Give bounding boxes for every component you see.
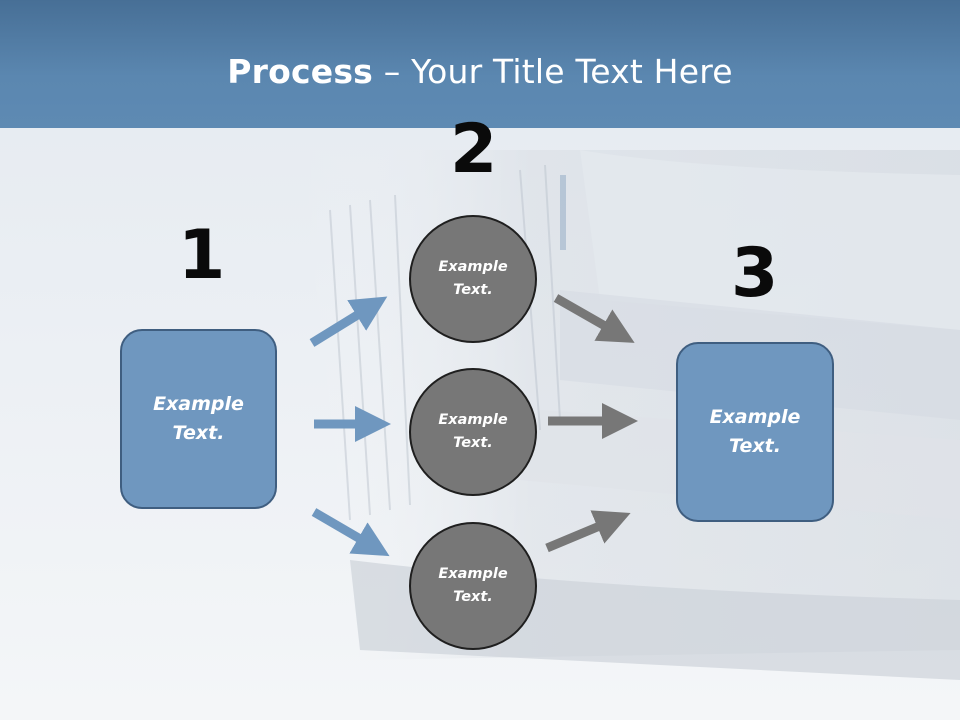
box3-line1: Example (709, 406, 801, 428)
arrow-box1-to-bottom (311, 508, 390, 557)
box1-line2: Text. (172, 422, 225, 444)
circle-top-line1: Example (438, 259, 508, 275)
step-number-1: 1 (178, 216, 226, 295)
arrow-box1-to-top (309, 296, 388, 347)
circle-middle-line2: Text. (453, 435, 493, 451)
box1-line1: Example (153, 393, 244, 415)
step-number-3: 3 (731, 234, 779, 313)
circle-bottom-line2: Text. (453, 589, 493, 605)
slide-title: Process – Your Title Text Here (0, 52, 960, 91)
arrow-top-to-box3 (553, 294, 635, 343)
circle-bottom-line1: Example (438, 566, 508, 582)
process-box-3: Example Text. (676, 342, 834, 522)
process-circle-middle: Example Text. (409, 368, 537, 496)
title-rest: – Your Title Text Here (373, 52, 733, 91)
step-number-2: 2 (450, 110, 498, 189)
arrow-bottom-to-box3 (545, 510, 631, 553)
box3-line2: Text. (729, 435, 781, 457)
circle-top-line2: Text. (453, 282, 493, 298)
process-box-1: Example Text. (120, 329, 277, 509)
process-circle-top: Example Text. (409, 215, 537, 343)
circle-middle-line1: Example (438, 412, 508, 428)
process-circle-bottom: Example Text. (409, 522, 537, 650)
title-bold: Process (227, 52, 374, 91)
